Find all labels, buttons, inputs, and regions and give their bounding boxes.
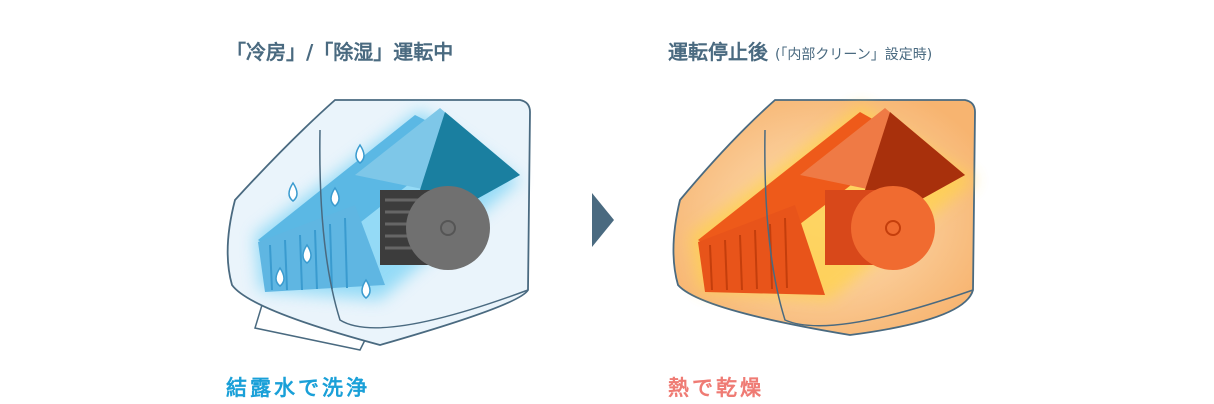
aircon-cooling-illustration [226, 99, 531, 351]
aircon-drying-illustration [672, 99, 976, 336]
left-caption: 結露水で洗浄 [226, 376, 370, 400]
left-title: 「冷房」/「除湿」運転中 [226, 40, 454, 64]
right-title-note: (「内部クリーン」設定時) [774, 47, 933, 63]
triangle-right-icon [592, 193, 614, 247]
right-title-main: 運転停止後 [668, 40, 768, 64]
water-drop-icons [275, 143, 371, 299]
right-title: 運転停止後 (「内部クリーン」設定時) [668, 36, 932, 65]
right-caption: 熱で乾燥 [668, 376, 764, 400]
